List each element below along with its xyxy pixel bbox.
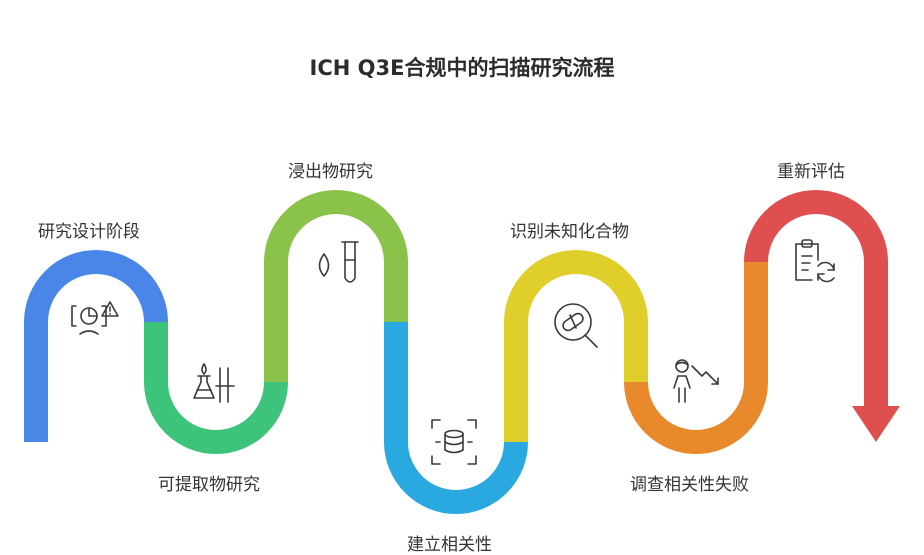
step-label-7: 重新评估 <box>777 162 845 182</box>
step-label-6: 调查相关性失败 <box>630 475 749 495</box>
database-scan-icon <box>431 419 477 465</box>
person-decline-icon <box>673 359 719 403</box>
drop-testtube-icon <box>318 241 359 283</box>
path-segment-5 <box>504 250 648 442</box>
path-segment-1 <box>24 250 168 442</box>
path-segment-2 <box>144 322 288 454</box>
path-segment-7 <box>744 190 888 408</box>
end-arrow-icon <box>852 406 900 442</box>
step-label-4: 建立相关性 <box>407 535 492 555</box>
path-segment-3 <box>264 190 408 382</box>
path-segment-6 <box>624 262 768 454</box>
step-label-3: 浸出物研究 <box>288 162 373 182</box>
pill-magnifier-icon <box>554 303 598 348</box>
clipboard-refresh-icon <box>795 239 835 283</box>
step-label-2: 可提取物研究 <box>158 475 260 495</box>
chart-warning-icon <box>71 301 119 335</box>
diagram-title: ICH Q3E合规中的扫描研究流程 <box>309 56 615 80</box>
lab-flask-icon <box>193 363 235 403</box>
path-segment-4 <box>384 322 528 514</box>
step-label-5: 识别未知化合物 <box>510 222 629 242</box>
step-label-1: 研究设计阶段 <box>38 222 140 242</box>
